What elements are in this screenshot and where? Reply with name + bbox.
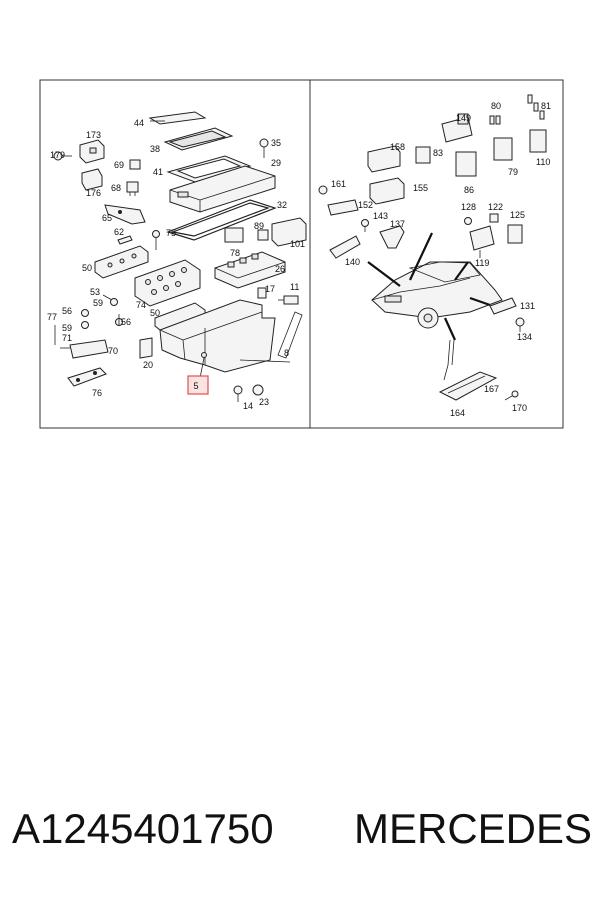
right-part-label-20: 167 bbox=[484, 384, 499, 394]
left-part-label-31: 20 bbox=[143, 360, 153, 370]
left-part-label-3: 35 bbox=[271, 138, 281, 148]
left-part-label-13: 75 bbox=[166, 228, 176, 238]
left-part-label-34: 14 bbox=[243, 401, 253, 411]
right-part-label-18: 131 bbox=[520, 301, 535, 311]
left-part-label-29: 70 bbox=[108, 346, 118, 356]
left-panel-drawing bbox=[53, 111, 307, 402]
right-part-label-8: 161 bbox=[331, 179, 346, 189]
right-part-label-12: 122 bbox=[488, 202, 503, 212]
left-part-label-12: 62 bbox=[114, 227, 124, 237]
left-part-label-8: 176 bbox=[86, 188, 101, 198]
left-part-label-27: 59 bbox=[62, 323, 72, 333]
left-part-label-14: 89 bbox=[254, 221, 264, 231]
right-part-label-3: 158 bbox=[390, 142, 405, 152]
right-part-label-1: 81 bbox=[541, 101, 551, 111]
left-part-label-33: 76 bbox=[92, 388, 102, 398]
left-part-label-0: 44 bbox=[134, 118, 144, 128]
left-part-label-21: 11 bbox=[290, 282, 299, 292]
left-part-label-23: 59 bbox=[93, 298, 103, 308]
left-part-label-25: 50 bbox=[150, 308, 160, 318]
right-panel-labels: 80 81 149 158 83 110 86 79 161 152 155 128 122 125 143… bbox=[331, 101, 551, 418]
highlight-box-part-5 bbox=[187, 375, 209, 395]
left-part-label-17: 50 bbox=[82, 263, 92, 273]
right-part-label-5: 110 bbox=[536, 157, 550, 167]
right-part-label-2: 149 bbox=[456, 113, 471, 123]
left-part-label-15: 101 bbox=[290, 239, 305, 249]
left-part-label-19: 74 bbox=[136, 300, 146, 310]
left-part-label-4: 38 bbox=[150, 144, 160, 154]
left-part-label-16: 78 bbox=[230, 248, 240, 258]
right-part-label-14: 143 bbox=[373, 211, 388, 221]
left-part-label-32: 8 bbox=[284, 348, 289, 358]
brand-name: MERCEDES bbox=[354, 805, 593, 852]
left-part-label-9: 68 bbox=[111, 183, 121, 193]
left-part-label-18: 26 bbox=[275, 264, 285, 274]
left-part-label-26: 77 bbox=[47, 312, 57, 322]
left-part-label-22: 53 bbox=[90, 287, 100, 297]
parts-diagram: 5 bbox=[39, 79, 564, 429]
right-part-label-11: 128 bbox=[461, 202, 476, 212]
highlight-label: 5 bbox=[194, 381, 199, 391]
left-part-label-2: 173 bbox=[86, 130, 101, 140]
right-part-label-19: 134 bbox=[517, 332, 532, 342]
left-part-label-7: 41 bbox=[153, 167, 163, 177]
right-part-label-16: 140 bbox=[345, 257, 360, 267]
diagram-frame bbox=[39, 79, 564, 429]
left-part-label-10: 32 bbox=[277, 200, 287, 210]
part-number: A1245401750 bbox=[12, 805, 274, 852]
left-part-label-6: 29 bbox=[271, 158, 281, 168]
left-part-label-28: 71 bbox=[62, 333, 72, 343]
left-part-label-5: 69 bbox=[114, 160, 124, 170]
right-part-label-4: 83 bbox=[433, 148, 443, 158]
left-part-label-30: 56 bbox=[121, 317, 131, 327]
right-part-label-22: 170 bbox=[512, 403, 527, 413]
right-part-label-9: 152 bbox=[358, 200, 373, 210]
right-part-label-6: 86 bbox=[464, 185, 474, 195]
caption: A1245401750 MERCEDES bbox=[10, 805, 593, 865]
right-part-label-0: 80 bbox=[491, 101, 501, 111]
right-panel-drawing bbox=[318, 94, 547, 401]
right-part-label-13: 125 bbox=[510, 210, 525, 220]
right-part-label-17: 119 bbox=[475, 258, 489, 268]
right-part-label-15: 137 bbox=[390, 219, 405, 229]
left-part-label-20: 17 bbox=[265, 284, 275, 294]
left-part-label-11: 65 bbox=[102, 213, 112, 223]
right-part-label-10: 155 bbox=[413, 183, 428, 193]
left-part-label-1: 179 bbox=[50, 150, 65, 160]
left-part-label-35: 23 bbox=[259, 397, 269, 407]
right-part-label-21: 164 bbox=[450, 408, 465, 418]
right-part-label-7: 79 bbox=[508, 167, 518, 177]
left-part-label-24: 56 bbox=[62, 306, 72, 316]
